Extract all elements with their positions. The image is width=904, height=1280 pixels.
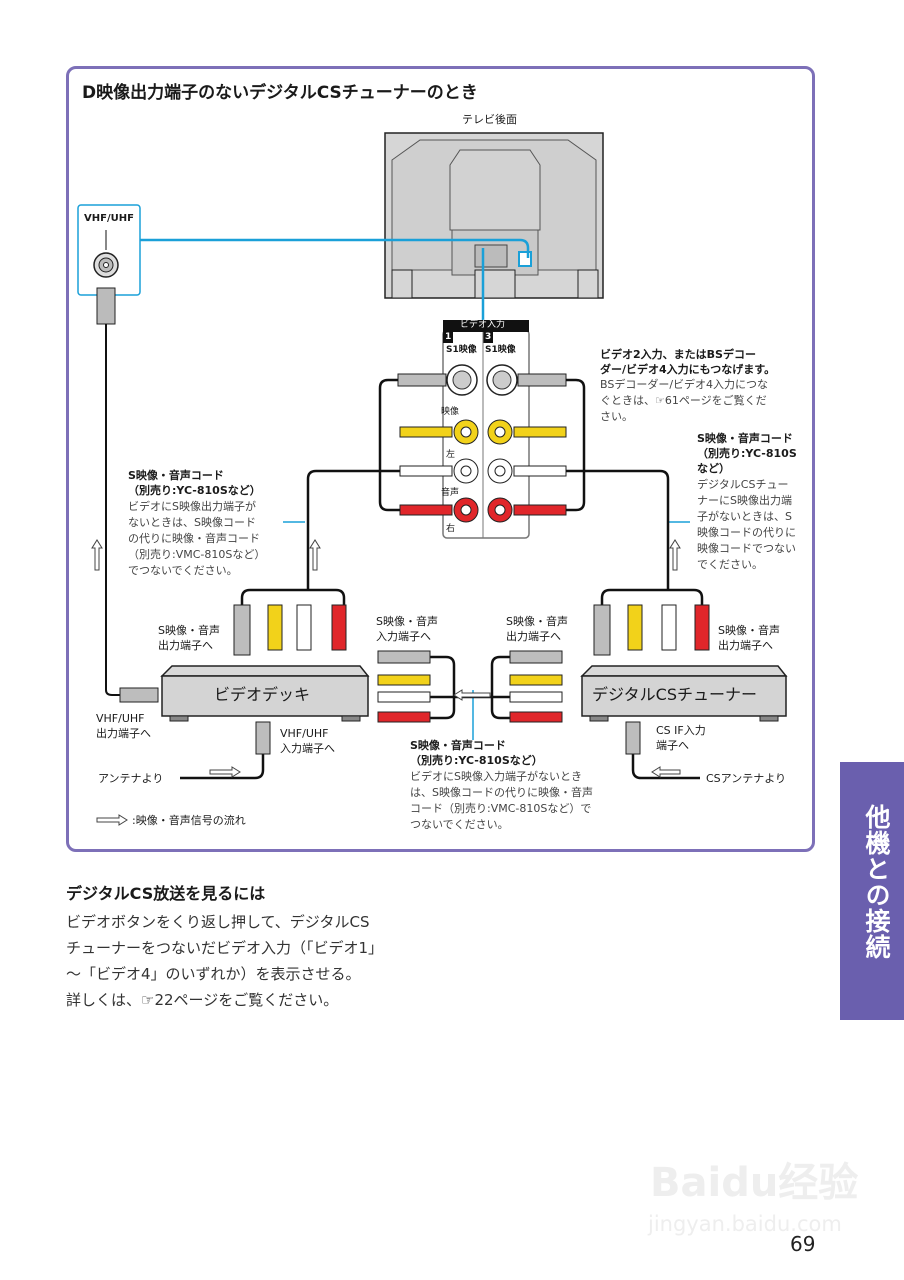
vhf-in-label-2: 入力端子へ: [280, 742, 335, 755]
vcr-box: [160, 665, 370, 722]
cords: [180, 378, 704, 780]
left-label: 左: [446, 450, 456, 460]
note-video2-line1: ビデオ2入力、またはBSデコー: [600, 348, 756, 361]
vhf-out-label-2: 出力端子へ: [96, 727, 151, 740]
cord-note-bottom-line5: コード（別売り:VMC-810Sなど）で: [410, 802, 592, 815]
watermark-url: jingyan.baidu.com: [648, 1212, 842, 1236]
input-1-number: 1: [445, 332, 452, 342]
antenna-jack-label: VHF/UHF: [84, 213, 134, 224]
cord-note-right-line5: ナーにS映像出力端: [697, 494, 792, 507]
antenna-from-label: アンテナより: [98, 772, 164, 785]
cord-note-bottom-line3: ビデオにS映像入力端子がないとき: [410, 770, 582, 783]
cord-note-left-line6: （別売り:VMC-810Sなど）: [128, 548, 266, 561]
video-input-header: ビデオ入力: [460, 320, 506, 330]
cord-note-bottom-line6: つないでください。: [410, 818, 509, 831]
tuner-s-out-label-2: 出力端子へ: [718, 639, 773, 652]
cs-if-label-2: 端子へ: [656, 739, 689, 752]
page-number: 69: [790, 1232, 816, 1256]
section-line-4: 詳しくは、☞22ページをご覧ください。: [66, 991, 339, 1009]
video-input-panel: [442, 320, 530, 539]
antenna-jack: [93, 230, 120, 696]
diagram-frame: [66, 66, 815, 852]
tv-back: [384, 132, 604, 299]
tuner-out-label-2: 出力端子へ: [506, 630, 561, 643]
audio-label: 音声: [441, 488, 460, 498]
vhf-in-label-1: VHF/UHF: [280, 727, 329, 740]
note-video2-line4: ぐときは、☞61ページをご覧くだ: [600, 394, 767, 407]
cord-note-left-line3: ビデオにS映像出力端子が: [128, 500, 256, 513]
cord-note-bottom-line2: （別売り:YC-810Sなど）: [410, 754, 543, 767]
cord-note-left-line1: S映像・音声コード: [128, 469, 224, 482]
cord-note-right-line7: 映像コードの代りに: [697, 526, 796, 539]
s1-video-label-3: S1映像: [485, 345, 516, 355]
section-line-1: ビデオボタンをくり返し押して、デジタルCS: [66, 913, 370, 931]
cord-note-right-line3: など）: [697, 462, 730, 475]
video-label: 映像: [441, 407, 460, 417]
cord-note-left-line7: でつないでください。: [128, 564, 238, 577]
signal-flow-arrows: [91, 539, 681, 826]
cord-note-bottom-line4: は、S映像コードの代りに映像・音声: [410, 786, 593, 799]
section-line-2: チューナーをつないだビデオ入力（「ビデオ1」: [66, 939, 384, 957]
vhf-out-label-1: VHF/UHF: [96, 712, 145, 725]
cord-note-left-line2: （別売り:YC-810Sなど）: [128, 484, 261, 497]
vcr-in-label-1: S映像・音声: [376, 615, 438, 628]
note-video2-line3: BSデコーダー/ビデオ4入力につな: [600, 378, 769, 391]
chapter-side-tab: 他機との接続: [840, 762, 904, 1020]
note-video2-line2: ダー/ビデオ4入力にもつなげます。: [600, 363, 776, 376]
cord-note-right-line9: でください。: [697, 558, 763, 571]
cs-antenna-from-label: CSアンテナより: [706, 772, 787, 785]
vcr-out-label-2: 出力端子へ: [158, 639, 213, 652]
legend-label: :映像・音声信号の流れ: [132, 814, 246, 827]
s1-video-label-1: S1映像: [446, 345, 477, 355]
tv-back-label: テレビ後面: [462, 113, 517, 126]
vcr-plugs: [119, 604, 710, 755]
tuner-label: デジタルCSチューナー: [592, 685, 758, 704]
tuner-s-out-label-1: S映像・音声: [718, 624, 780, 637]
chapter-side-tab-label: 他機との接続: [862, 804, 891, 960]
cord-note-bottom-line1: S映像・音声コード: [410, 739, 506, 752]
note-video2-line5: さい。: [600, 410, 633, 423]
vcr-out-label-1: S映像・音声: [158, 624, 220, 637]
cord-note-right-line8: 映像コードでつない: [697, 542, 796, 555]
section-body: ビデオボタンをくり返し押して、デジタルCS チューナーをつないだビデオ入力（「ビ…: [66, 909, 383, 1013]
tuner-out-label-1: S映像・音声: [506, 615, 568, 628]
cord-note-right-line4: デジタルCSチュー: [697, 478, 789, 491]
section-title: デジタルCS放送を見るには: [66, 884, 266, 903]
section-line-3: ～「ビデオ4」のいずれか）を表示させる。: [66, 965, 361, 983]
cord-note-right-line6: 子がないときは、S: [697, 510, 792, 523]
cord-note-right-line1: S映像・音声コード: [697, 432, 793, 445]
vcr-in-label-2: 入力端子へ: [376, 630, 431, 643]
panel-plugs: [397, 373, 567, 516]
vcr-label: ビデオデッキ: [214, 685, 311, 704]
tuner-box: [580, 665, 788, 722]
watermark-logo: Baidu经验: [650, 1160, 859, 1206]
cord-note-left-line5: の代りに映像・音声コード: [128, 532, 260, 545]
cord-note-left-line4: ないときは、S映像コード: [128, 516, 256, 529]
cs-if-label-1: CS IF入力: [656, 724, 706, 737]
input-3-number: 3: [485, 332, 492, 342]
diagram-title: D映像出力端子のないデジタルCSチューナーのとき: [82, 83, 478, 103]
cord-note-right-line2: （別売り:YC-810S: [697, 447, 797, 460]
right-label: 右: [446, 524, 456, 534]
